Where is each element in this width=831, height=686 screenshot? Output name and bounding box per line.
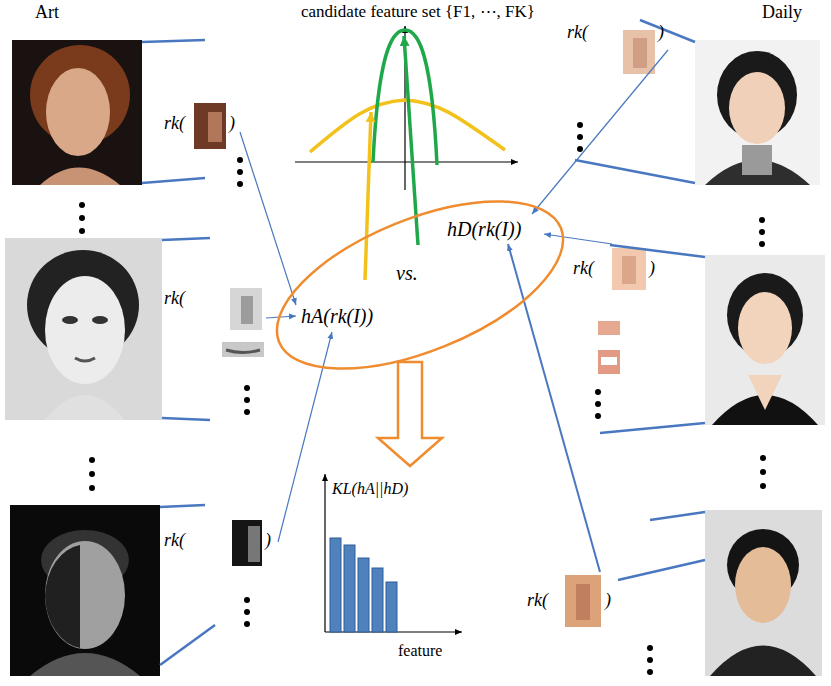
math-label: ) <box>649 258 655 279</box>
heading-label: Daily <box>762 2 802 23</box>
leader-line <box>142 20 705 665</box>
daily-photo <box>705 510 822 676</box>
node-text: hA(rk(I)) <box>301 305 373 328</box>
math-label: ) <box>265 530 271 551</box>
daily-photo <box>695 40 820 185</box>
heading-label: Art <box>35 2 59 23</box>
node-text: vs. <box>396 262 418 285</box>
feedin-arrow <box>240 50 668 572</box>
ellipse-node: hD(rk(I)) vs. hA(rk(I)) <box>265 200 575 370</box>
distribution-plot <box>295 26 518 280</box>
ellipse-outline <box>265 200 575 370</box>
math-label: rk( <box>567 22 588 43</box>
art-photo <box>12 40 142 185</box>
art-photo <box>5 238 162 420</box>
heading-label: candidate feature set {F1, ⋯, FK} <box>301 2 535 22</box>
math-label: rk( <box>573 258 594 279</box>
math-label: feature <box>398 642 442 660</box>
daily-photo <box>705 255 825 425</box>
math-label: rk( <box>164 288 185 309</box>
math-label: ) <box>605 590 611 611</box>
kl-bar-chart <box>325 474 462 632</box>
art-photo <box>10 505 160 676</box>
math-label: KL(hA||hD) <box>332 480 408 498</box>
face-patch <box>194 30 655 627</box>
hollow-arrow <box>378 362 442 466</box>
node-text: hD(rk(I)) <box>447 218 521 241</box>
ellipsis-dots <box>79 122 766 675</box>
math-label: rk( <box>164 530 185 551</box>
math-label: ) <box>658 22 664 43</box>
math-label: rk( <box>164 113 185 134</box>
math-label: ) <box>229 113 235 134</box>
math-label: rk( <box>527 590 548 611</box>
